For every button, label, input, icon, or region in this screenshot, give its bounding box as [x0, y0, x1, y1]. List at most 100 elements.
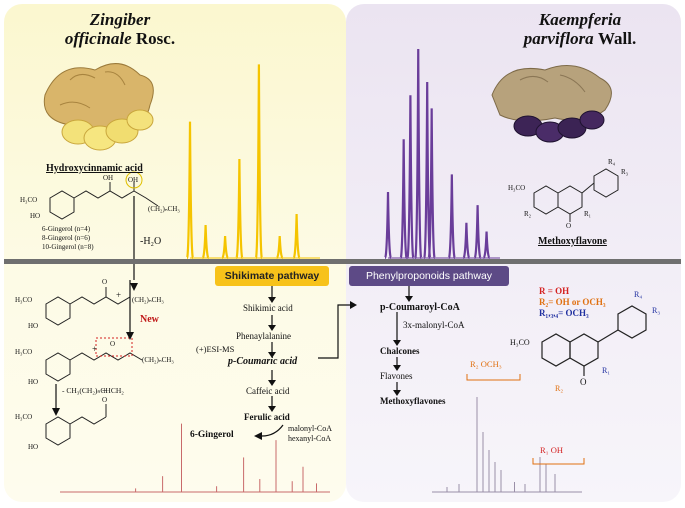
dehydrated-o: O	[102, 278, 108, 286]
esi-ms-label: (+)ESI-MS	[196, 344, 235, 354]
gingerol-legend-10: 10-Gingerol (n=8)	[42, 243, 94, 251]
ginger-author: Rosc.	[135, 29, 176, 48]
gingerol-ho: HO	[30, 212, 41, 220]
flavone-bottom-o: O	[580, 377, 587, 387]
phenylpropanoid-pathway-label: Phenylproponoids pathway	[349, 266, 509, 286]
cofactor-malonyl: malonyl-CoA	[288, 424, 332, 433]
kaempferia-rhizome-image	[491, 65, 612, 143]
r-group-legend: R = OH R₂= OH or OCH₃ R₁,₃,₄= OCH₃	[539, 286, 606, 319]
kaempferia-genus: Kaempferia	[538, 10, 622, 29]
gingerol-legend-8: 8-Gingerol (n=6)	[42, 234, 91, 242]
gingerol-h3co: H₃CO	[20, 196, 38, 204]
cofactor-hexanyl: hexanyl-CoA	[288, 434, 332, 443]
gingerol-oh-2: OH	[128, 176, 139, 184]
kaempferia-author: Wall.	[597, 29, 637, 48]
gingerol-chain: (CH₂)ₙCH₃	[148, 205, 180, 213]
kaempferia-epithet: parviflora	[523, 29, 594, 48]
ginger-hplc-peak-3	[235, 158, 244, 260]
ginger-hplc-peak-6	[292, 213, 301, 260]
dehydrated-plus: +	[116, 290, 122, 300]
ginger-species-title: Zingiber officinale Rosc.	[30, 10, 210, 48]
kaempferia-hplc-peak-6	[447, 174, 456, 260]
r-legend-r2: R₂= OH or OCH₃	[539, 297, 606, 307]
flavone-top-r3: R₃	[621, 168, 629, 176]
dehydrated-ho: HO	[28, 322, 39, 330]
ms-r1-label: R₁ OH	[540, 445, 564, 455]
protonated-chain: (CH₂)ₙCH₃	[142, 356, 174, 364]
dehydrated-structure	[45, 287, 131, 326]
protonated-ho: HO	[28, 378, 39, 386]
section-divider	[4, 259, 681, 264]
flavones: Flavones	[380, 371, 413, 381]
flavone-bottom-r1: R₁	[602, 366, 611, 375]
ginger-hplc-peak-1	[201, 224, 210, 260]
malonyl-coa-3x: 3x-malonyl-CoA	[403, 320, 465, 330]
ginger-genus: Zingiber	[89, 10, 151, 29]
flavone-top-r1: R₁	[584, 210, 592, 218]
ms-r2-label: R₂ OCH₃	[470, 359, 502, 369]
chalcones: Chalcones	[380, 346, 420, 356]
shikimate-pathway-label: Shikimate pathway	[215, 266, 329, 286]
kaempferia-hplc-peak-0	[383, 191, 393, 260]
ferulic-acid: Ferulic acid	[244, 412, 290, 422]
flavone-top-o: O	[566, 222, 572, 230]
gingerol-structure	[49, 171, 159, 220]
gingerol-product: 6-Gingerol	[190, 430, 234, 440]
ginger-epithet: officinale	[64, 29, 132, 48]
kaempferia-species-title: Kaempferia parviflora Wall.	[490, 10, 670, 48]
kaempferia-hplc-peak-3	[414, 48, 423, 260]
cofactors: malonyl-CoA hexanyl-CoA	[288, 424, 332, 444]
water-loss-label: -H₂O	[140, 236, 162, 247]
kaempferia-hplc-peak-8	[473, 205, 482, 260]
protonated-plus: +	[92, 344, 98, 354]
fragment-ho: HO	[28, 443, 39, 451]
protonated-o: O	[110, 340, 116, 348]
fragment-plus: +	[102, 386, 108, 396]
kaempferia-hplc-peak-2	[406, 95, 415, 260]
flavone-top-r2: R₂	[524, 210, 532, 218]
kaempferia-hplc-peak-9	[482, 231, 491, 260]
caffeic-acid: Caffeic acid	[246, 386, 290, 396]
gingerol-oh-1: OH	[103, 174, 114, 182]
arrow-heads	[52, 283, 413, 440]
dehydrated-chain: (CH₂)ₙCH₃	[132, 296, 164, 304]
reaction-arrows	[55, 196, 410, 437]
flavone-bottom-h3co: H₃CO	[510, 338, 530, 347]
flavone-bottom-r4: R₄	[634, 290, 643, 299]
protonated-h3co: H₃CO	[15, 348, 33, 356]
chromatograms	[60, 48, 582, 493]
methoxyflavone-structure-bottom	[541, 305, 647, 376]
fragment-h3co: H₃CO	[15, 413, 33, 421]
flavone-top-h3co: H₃CO	[508, 184, 526, 192]
r-legend-oh: R = OH	[539, 286, 570, 296]
methoxyflavones: Methoxyflavones	[380, 396, 446, 406]
shikimic-acid: Shikimic acid	[243, 303, 293, 313]
phenylalanine: Phenaylalanine	[236, 331, 291, 341]
kaempferia-hplc-peak-7	[462, 222, 471, 260]
ginger-hplc-peak-5	[276, 235, 284, 260]
hydroxycinnamic-acid-label: Hydroxycinnamic acid	[46, 163, 143, 174]
p-coumaric-acid: p-Coumaric acid	[228, 356, 298, 367]
ginger-hplc-peak-2	[221, 235, 229, 260]
p-coumaroyl-coa: p-Coumaroyl-CoA	[380, 302, 460, 313]
ch-loss-label: - CH₃(CH₂)ₙCHCH₂	[62, 386, 124, 395]
kaempferia-hplc-peak-1	[399, 139, 408, 260]
peak-brackets	[466, 374, 585, 465]
flavone-bottom-r2: R₂	[555, 384, 564, 393]
ginger-rhizome-image	[43, 63, 154, 151]
protonated-structure	[45, 337, 143, 382]
dehydrated-h3co: H₃CO	[15, 296, 33, 304]
ginger-hplc-peak-0	[185, 121, 195, 260]
gingerol-legend-6: 6-Gingerol (n=4)	[42, 225, 91, 233]
flavone-bottom-r3: R₃	[652, 306, 661, 315]
gingerol-legend: 6-Gingerol (n=4) 8-Gingerol (n=6) 10-Gin…	[42, 225, 94, 252]
fragment-o: O	[102, 396, 108, 404]
kaempferia-hplc-peak-5	[427, 108, 436, 260]
fragment-structure	[45, 404, 107, 446]
new-label: New	[140, 314, 159, 325]
methoxyflavone-structure-top	[533, 168, 619, 222]
r-legend-r134: R₁,₃,₄= OCH₃	[539, 308, 589, 318]
ginger-hplc-peak-4	[254, 64, 263, 260]
